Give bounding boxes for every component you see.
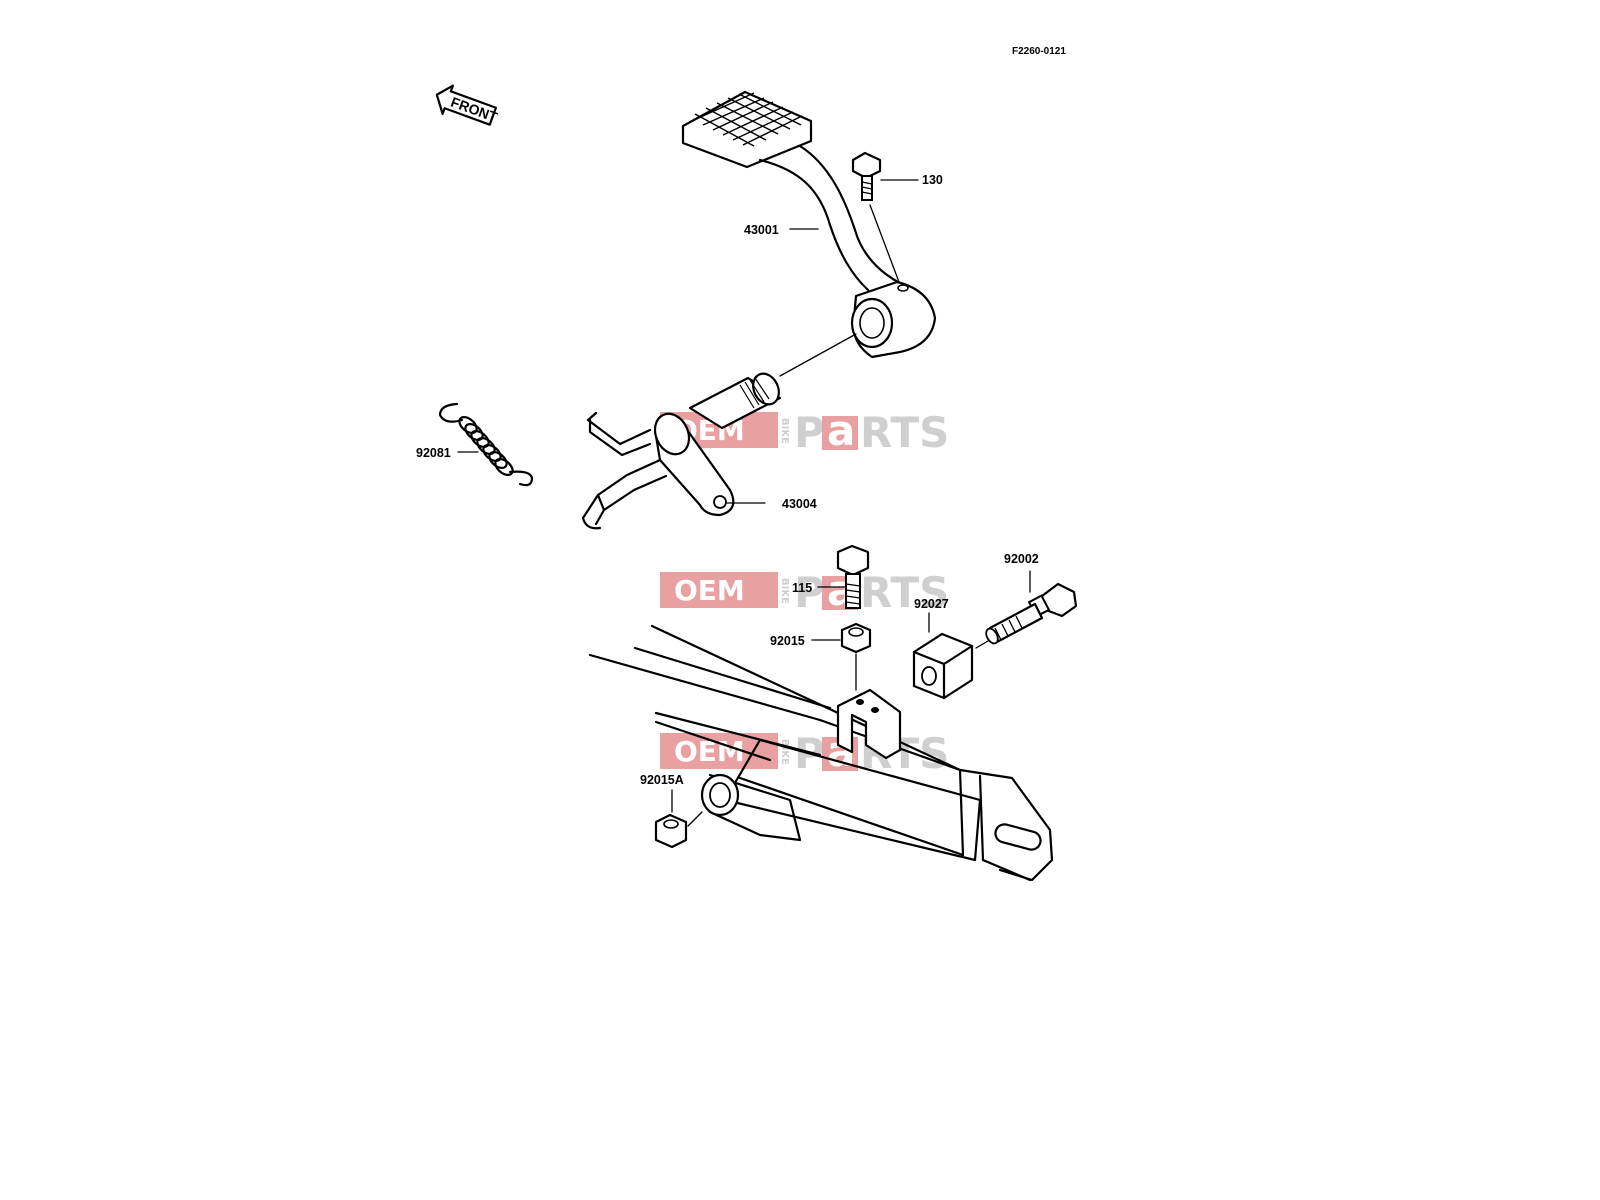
bolt-92002: [975, 570, 1078, 649]
label-130: 130: [922, 173, 943, 187]
svg-text:RTS: RTS: [860, 568, 949, 617]
return-spring-92081: [438, 402, 534, 487]
front-arrow-icon: FRONT: [435, 84, 500, 126]
nut-92015: [811, 622, 872, 691]
svg-text:BIKE: BIKE: [779, 739, 790, 765]
svg-text:BIKE: BIKE: [779, 418, 790, 444]
label-43001: 43001: [744, 223, 779, 237]
brake-pedal-43001: [681, 90, 937, 359]
collar-92027: [912, 612, 974, 700]
label-92002: 92002: [1004, 552, 1039, 566]
reference-code: F2260-0121: [1012, 46, 1066, 57]
label-92015a: 92015A: [640, 773, 684, 787]
nut-92015a: [654, 789, 703, 849]
bolt-115: [817, 544, 870, 609]
front-arrow-label: FRONT: [449, 94, 500, 126]
label-115: 115: [792, 581, 812, 595]
svg-text:RTS: RTS: [860, 408, 949, 457]
svg-text:BIKE: BIKE: [779, 578, 790, 604]
label-92081: 92081: [416, 446, 451, 460]
label-43004: 43004: [782, 497, 817, 511]
swingarm-frame: [588, 624, 1054, 882]
svg-text:P: P: [794, 568, 825, 617]
brake-lever-43004: [581, 372, 782, 530]
bolt-130: [851, 151, 919, 283]
label-92015: 92015: [770, 634, 805, 648]
label-92027: 92027: [914, 597, 949, 611]
svg-text:a: a: [827, 406, 855, 455]
svg-text:OEM: OEM: [674, 574, 745, 607]
svg-text:P: P: [794, 408, 825, 457]
